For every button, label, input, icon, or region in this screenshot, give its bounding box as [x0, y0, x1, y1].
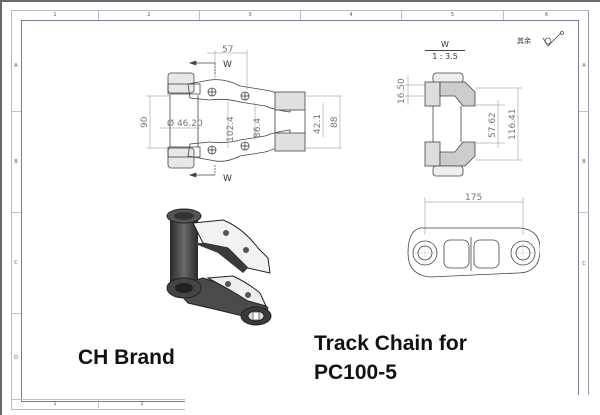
brand-label: CH Brand	[78, 346, 175, 369]
surface-roughness-note: 其余	[517, 36, 531, 46]
isometric-track-chain-view	[166, 208, 272, 326]
surface-roughness-icon	[542, 31, 564, 47]
roughness-label: 其余	[517, 37, 531, 45]
zone-column-6: 6	[544, 12, 549, 18]
dim-overall: 116.41	[508, 109, 518, 141]
dim-pin-diameter: Ø 46.20	[167, 118, 203, 129]
dim-link-span: 86.4	[253, 118, 263, 138]
zone-column-1: 1	[12, 11, 99, 20]
dim-flange: 16.50	[397, 78, 407, 104]
top-view-drawing: 57 W W 90 Ø 46.20 102.4 86.4 42.1 88	[140, 45, 342, 184]
caption-background	[185, 395, 600, 415]
zone-row-b-left: B	[11, 112, 21, 213]
zone-column-2: 2	[99, 11, 200, 20]
zone-column-5: 5	[402, 11, 504, 20]
zone-row-c-right: C	[582, 260, 586, 267]
section-marker-top: W	[223, 60, 232, 70]
zone-row-d-left: D	[14, 355, 18, 361]
zone-row-b-right: B	[579, 112, 589, 213]
zone-row-c-left: C	[11, 213, 21, 314]
dim-pitch: 175	[465, 193, 482, 203]
product-title-line2: PC100-5	[314, 361, 397, 384]
dim-pitch-offset: 57	[222, 45, 233, 55]
dim-bushing-inner: 42.1	[313, 114, 323, 134]
dim-outer-height: 90	[140, 116, 150, 128]
section-w-drawing: 16.50 57.62 116.41	[397, 72, 522, 177]
zone-column-1-bottom: 1	[12, 399, 99, 408]
zone-column-4: 4	[301, 11, 402, 20]
section-view-scale: 1 : 3.5	[432, 52, 458, 61]
side-view-drawing: 175	[407, 193, 540, 278]
section-view-title: W 1 : 3.5	[425, 40, 465, 61]
product-title-line1: Track Chain for	[314, 332, 467, 355]
zone-row-a-right: A	[579, 20, 589, 112]
section-marker-bottom: W	[223, 174, 232, 184]
dim-inner-span: 102.4	[226, 116, 236, 142]
window-frame-left	[0, 0, 2, 415]
zone-column-3: 3	[200, 11, 301, 20]
zone-column-2-bottom: 2	[99, 399, 185, 408]
dim-bushing-outer: 88	[330, 116, 340, 128]
product-title: Track Chain for PC100-5	[314, 329, 467, 387]
window-frame-top	[0, 0, 600, 2]
section-view-name: W	[425, 40, 465, 51]
dim-inner: 57.62	[488, 112, 498, 138]
zone-row-a-left: A	[11, 20, 21, 112]
